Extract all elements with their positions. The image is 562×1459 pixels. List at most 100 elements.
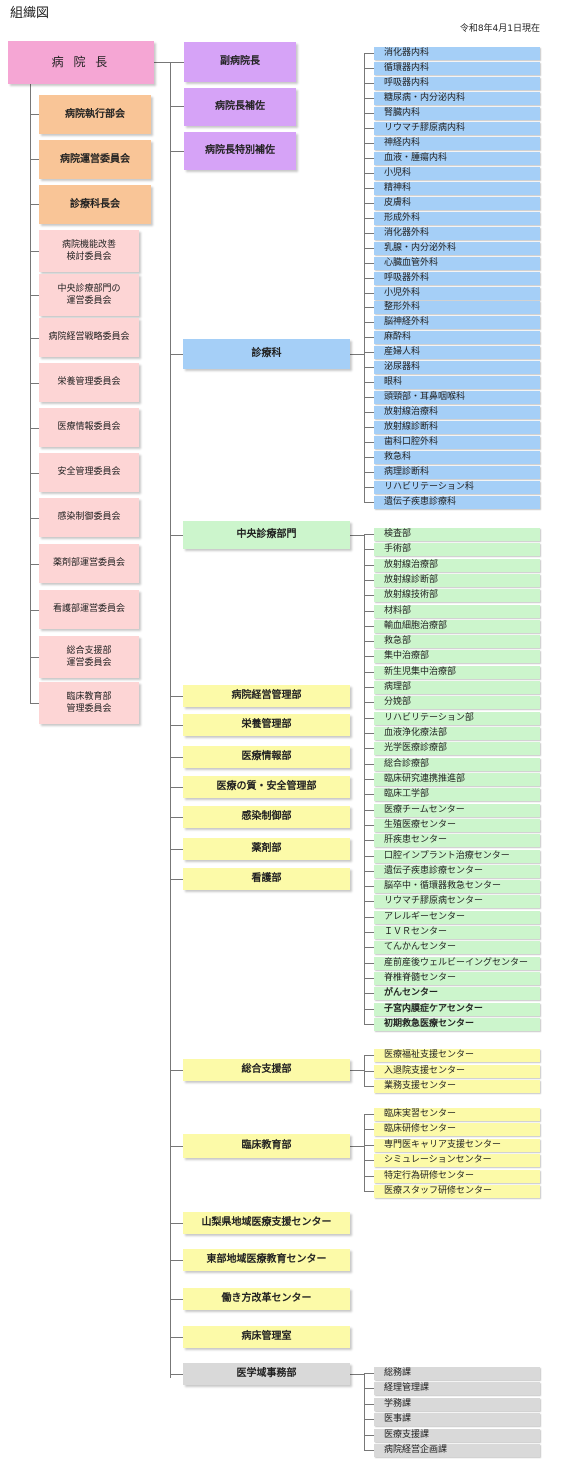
central-dept-item: 口腔インプラント治療センター — [374, 850, 540, 863]
central-dept-item: 材料部 — [374, 605, 540, 618]
as-of-date: 令和8年4月1日現在 — [459, 24, 540, 34]
committee-box: 感染制御委員会 — [39, 498, 139, 537]
connector-line — [364, 173, 374, 174]
connector-line — [364, 840, 374, 841]
connector-line — [170, 1223, 183, 1224]
center-box: 東部地域医療教育センター — [183, 1249, 350, 1271]
connector-line — [170, 1070, 183, 1071]
support-dept-item: 医療福祉支援センター — [374, 1049, 540, 1062]
connector-line — [364, 188, 374, 189]
connector-line — [364, 825, 374, 826]
connector-line — [364, 1419, 374, 1420]
central-dept-item: 遺伝子疾患診療センター — [374, 865, 540, 878]
connector-line — [364, 656, 374, 657]
connector-line — [364, 534, 365, 1025]
connector-line — [364, 1086, 374, 1087]
connector-line — [170, 1260, 183, 1261]
central-dept-item: リハビリテーション部 — [374, 712, 540, 725]
connector-line — [364, 1404, 374, 1405]
connector-line — [364, 1071, 374, 1072]
connector-line — [364, 856, 374, 857]
connector-line — [364, 1145, 374, 1146]
council-box: 病院執行部会 — [39, 95, 151, 134]
connector-line — [350, 1070, 364, 1071]
connector-line — [364, 53, 374, 54]
connector-line — [170, 106, 184, 107]
director-box: 病 院 長 — [8, 41, 154, 84]
clinical-dept-item: 放射線診断科 — [374, 421, 540, 434]
admin-dept-item: 医療支援課 — [374, 1429, 540, 1442]
connector-line — [364, 143, 374, 144]
clinical-dept-item: 産婦人科 — [374, 346, 540, 359]
connector-line — [364, 412, 374, 413]
connector-line — [364, 886, 374, 887]
connector-line — [350, 535, 364, 536]
central-dept-item: 臨床研究連携推進部 — [374, 773, 540, 786]
support-dept-item: 入退院支援センター — [374, 1065, 540, 1078]
central-dept-item: 新生児集中治療部 — [374, 666, 540, 679]
connector-line — [364, 794, 374, 795]
central-dept-item: 放射線治療部 — [374, 559, 540, 572]
committee-box: 安全管理委員会 — [39, 453, 139, 492]
connector-line — [170, 535, 183, 536]
connector-line — [30, 382, 39, 384]
connector-line — [364, 367, 374, 368]
clinical-dept-item: 血液・腫瘍内科 — [374, 152, 540, 165]
connector-line — [364, 901, 374, 902]
committee-box: 中央診療部門の 運営委員会 — [39, 274, 139, 316]
connector-line — [170, 1146, 183, 1147]
connector-line — [170, 817, 183, 818]
clinical-dept-item: 眼科 — [374, 376, 540, 389]
committee-box: 病院機能改善 検討委員会 — [39, 230, 139, 272]
central-dept-item: 放射線診断部 — [374, 574, 540, 587]
connector-line — [30, 609, 39, 611]
special-assistant-box: 病院長特別補佐 — [184, 132, 296, 170]
connector-line — [30, 251, 39, 252]
connector-line — [154, 62, 184, 63]
support-dept-item: 業務支援センター — [374, 1080, 540, 1093]
connector-line — [364, 248, 374, 249]
clinical-dept-box: 診療科 — [183, 339, 350, 369]
education-dept-box: 臨床教育部 — [183, 1134, 350, 1158]
clinical-dept-item: 皮膚科 — [374, 197, 540, 210]
connector-line — [364, 1450, 374, 1451]
clinical-dept-item: 糖尿病・内分泌内科 — [374, 92, 540, 105]
central-dept-item: 光学医療診療部 — [374, 742, 540, 755]
connector-line — [364, 1160, 374, 1161]
education-dept-item: シミュレーションセンター — [374, 1154, 540, 1167]
connector-line — [364, 382, 374, 383]
clinical-dept-item: 麻酔科 — [374, 331, 540, 344]
central-dept-item: 肝疾患センター — [374, 834, 540, 847]
connector-line — [364, 764, 374, 765]
department-box: 医療の質・安全管理部 — [183, 776, 350, 798]
committee-box: 薬剤部運営委員会 — [39, 544, 139, 583]
connector-line — [364, 472, 374, 473]
clinical-dept-item: 消化器内科 — [374, 47, 540, 60]
central-dept-item: 生殖医療センター — [374, 819, 540, 832]
central-dept-item: 臨床工学部 — [374, 788, 540, 801]
connector-line — [364, 687, 374, 688]
committee-box: 栄養管理委員会 — [39, 363, 139, 402]
connector-line — [364, 871, 374, 872]
connector-line — [364, 502, 374, 503]
connector-line — [364, 278, 374, 279]
clinical-dept-item: 脳神経外科 — [374, 316, 540, 329]
department-box: 医療情報部 — [183, 746, 350, 768]
connector-line — [364, 1373, 365, 1451]
connector-line — [364, 1176, 374, 1177]
connector-line — [364, 98, 374, 99]
connector-line — [364, 1114, 365, 1192]
page-title: 組織図 — [10, 6, 50, 21]
center-box: 病床管理室 — [183, 1326, 350, 1348]
connector-line — [364, 595, 374, 596]
education-dept-item: 臨床研修センター — [374, 1123, 540, 1136]
connector-line — [364, 293, 374, 294]
connector-line — [30, 159, 39, 160]
department-box: 栄養管理部 — [183, 714, 350, 736]
admin-dept-item: 総務課 — [374, 1367, 540, 1380]
connector-line — [364, 457, 374, 458]
education-dept-item: 医療スタッフ研修センター — [374, 1185, 540, 1198]
deputy-director-box: 副病院長 — [184, 42, 296, 82]
connector-line — [350, 1374, 364, 1375]
education-dept-item: 臨床実習センター — [374, 1108, 540, 1121]
